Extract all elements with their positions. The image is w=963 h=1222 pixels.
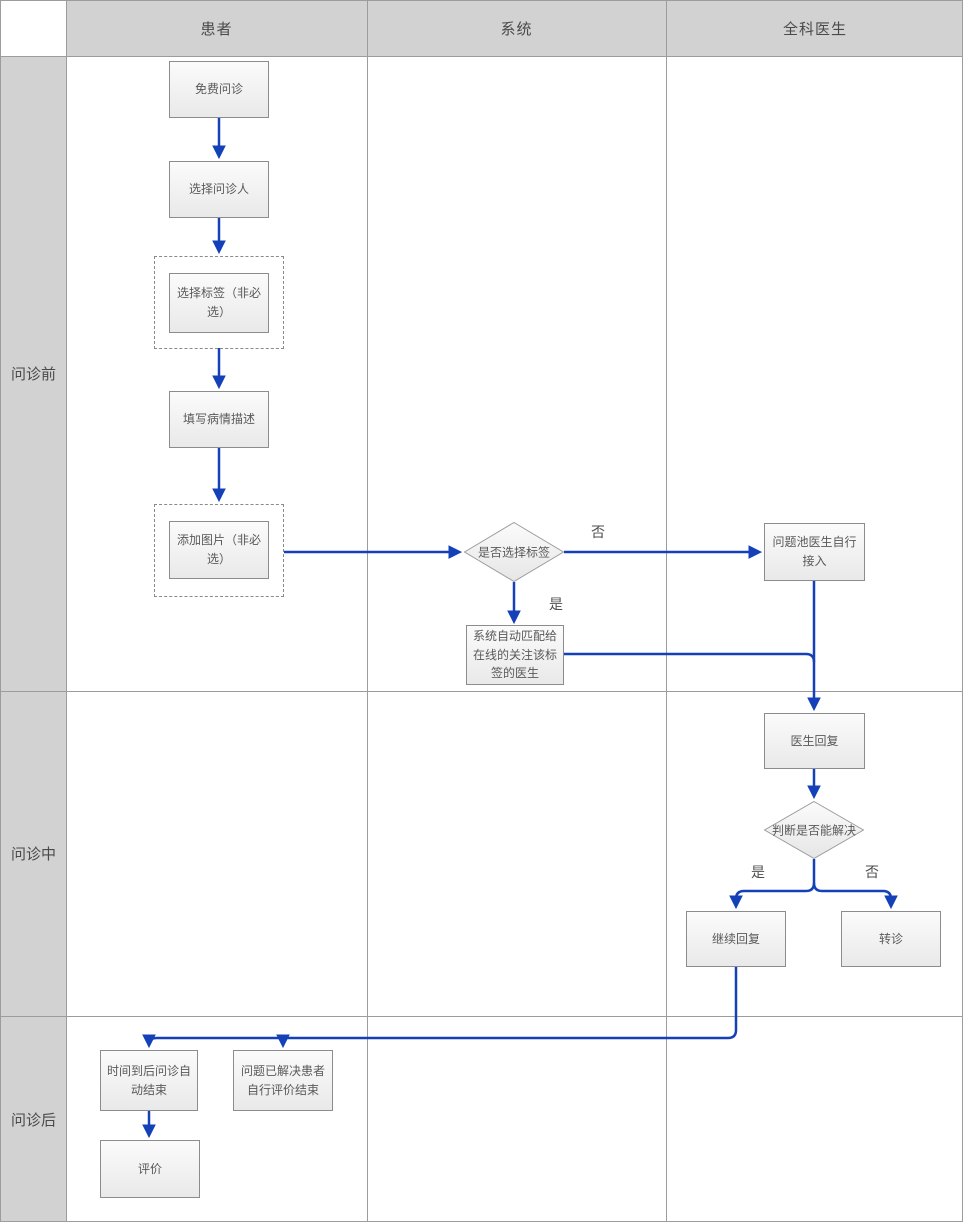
node-add-image[interactable]: 添加图片（非必选） [169,521,269,579]
grid-hline-3 [1,1016,962,1017]
grid-hline-2 [1,691,962,692]
grid-vline-3 [666,1,667,1221]
diamond-shape [464,522,564,582]
node-auto-match[interactable]: 系统自动匹配给在线的关注该标签的医生 [466,625,564,685]
diamond-label: 是否选择标签 [477,545,551,560]
header-row-background [66,1,962,56]
lane-label-pre-consult: 问诊前 [10,366,56,383]
node-doctor-reply[interactable]: 医生回复 [764,713,865,769]
lane-label-during-consult: 问诊中 [10,846,56,863]
node-auto-end[interactable]: 时间到后问诊自动结束 [100,1050,198,1111]
edge-label-solve-yes: 是 [751,864,765,880]
grid-hline-1 [1,56,962,57]
lane-label-column-background [1,56,66,1221]
node-fill-description[interactable]: 填写病情描述 [169,391,269,448]
column-header-system: 系统 [500,21,533,38]
column-header-gp: 全科医生 [782,21,847,38]
node-free-consult[interactable]: 免费问诊 [169,61,269,118]
diamond-shape [764,801,864,859]
node-self-end[interactable]: 问题已解决患者自行评价结束 [233,1050,333,1111]
edge-label-solve-no: 否 [865,864,879,880]
node-continue-reply[interactable]: 继续回复 [686,911,786,967]
node-select-tag[interactable]: 选择标签（非必选） [169,273,269,333]
lane-label-post-consult: 问诊后 [10,1112,56,1129]
node-select-person[interactable]: 选择问诊人 [169,161,269,218]
grid-vline-2 [367,1,368,1221]
optional-group-add-image [154,504,284,597]
node-tag-decision[interactable]: 是否选择标签 [464,522,564,582]
node-evaluate[interactable]: 评价 [100,1140,200,1198]
edge-label-tag-no: 否 [591,524,605,540]
grid-vline-1 [66,1,67,1221]
node-solve-decision[interactable]: 判断是否能解决 [764,801,864,859]
column-header-patient: 患者 [200,21,233,38]
diamond-label: 判断是否能解决 [771,823,857,838]
node-referral[interactable]: 转诊 [841,911,941,967]
edge-label-tag-yes: 是 [549,596,563,612]
node-pool-access[interactable]: 问题池医生自行接入 [764,523,865,581]
